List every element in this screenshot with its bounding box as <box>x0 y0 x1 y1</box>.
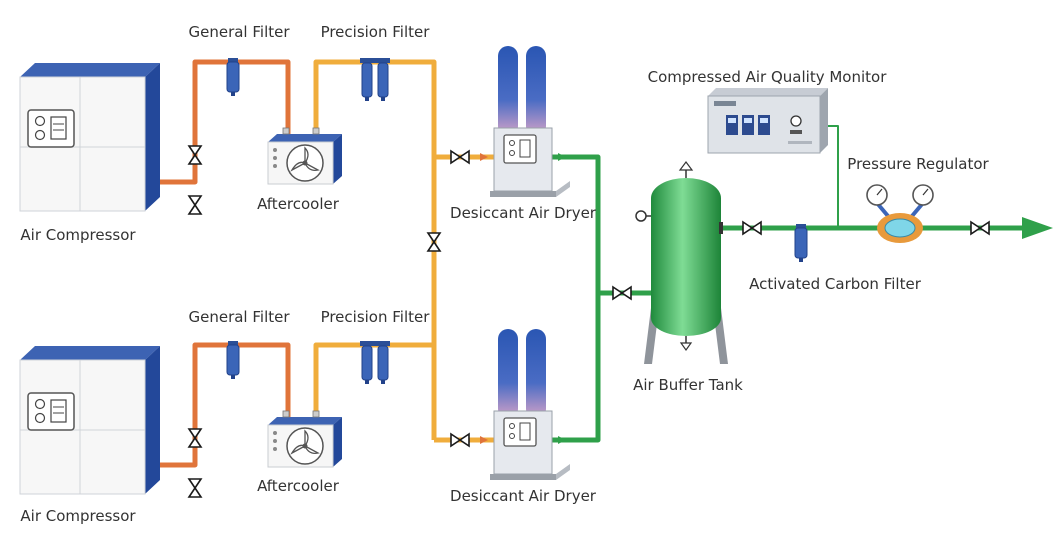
activated-carbon-filter <box>794 223 808 263</box>
label-precision-filter-bottom: Precision Filter <box>321 308 431 326</box>
aftercooler-top <box>267 127 343 185</box>
valve-tank-inlet <box>612 286 632 300</box>
valve-bottom-2 <box>188 478 202 498</box>
label-air-compressor-bottom: Air Compressor <box>20 507 136 525</box>
air-buffer-tank <box>635 161 728 364</box>
label-desiccant-dryer-bottom: Desiccant Air Dryer <box>450 487 597 505</box>
orange-pipes <box>155 59 291 468</box>
label-air-compressor-top: Air Compressor <box>20 226 136 244</box>
label-precision-filter-top: Precision Filter <box>321 23 431 41</box>
label-pressure-regulator: Pressure Regulator <box>847 155 989 173</box>
valve-dryer-top-inlet <box>450 150 470 164</box>
valve-bypass <box>427 232 441 252</box>
valve-top-1 <box>188 145 202 165</box>
flow-arrow-icon <box>480 153 488 161</box>
flow-arrow-icon <box>558 153 566 161</box>
label-general-filter-bottom: General Filter <box>188 308 290 326</box>
general-filter-bottom <box>226 340 240 380</box>
desiccant-dryer-top <box>489 45 571 198</box>
flow-arrow-icon <box>558 436 566 444</box>
valve-outlet <box>970 221 990 235</box>
valve-tank-outlet <box>742 221 762 235</box>
label-general-filter-top: General Filter <box>188 23 290 41</box>
air-compressor-top <box>19 62 161 212</box>
valve-dryer-bottom-inlet <box>450 433 470 447</box>
air-quality-monitor <box>707 88 828 154</box>
label-buffer-tank: Air Buffer Tank <box>633 376 743 394</box>
label-aftercooler-top: Aftercooler <box>257 195 340 213</box>
valve-bottom-1 <box>188 428 202 448</box>
label-carbon-filter: Activated Carbon Filter <box>749 275 922 293</box>
desiccant-dryer-bottom <box>489 328 571 481</box>
yellow-pipes <box>313 59 494 443</box>
pressure-regulator <box>866 184 934 243</box>
label-quality-monitor: Compressed Air Quality Monitor <box>648 68 888 86</box>
aftercooler-bottom <box>267 410 343 468</box>
valve-top-2 <box>188 195 202 215</box>
label-desiccant-dryer-top: Desiccant Air Dryer <box>450 204 597 222</box>
outlet-arrow <box>1022 217 1053 239</box>
flow-arrow-icon <box>480 436 488 444</box>
label-aftercooler-bottom: Aftercooler <box>257 477 340 495</box>
air-compressor-bottom <box>19 345 161 495</box>
general-filter-top <box>226 57 240 97</box>
